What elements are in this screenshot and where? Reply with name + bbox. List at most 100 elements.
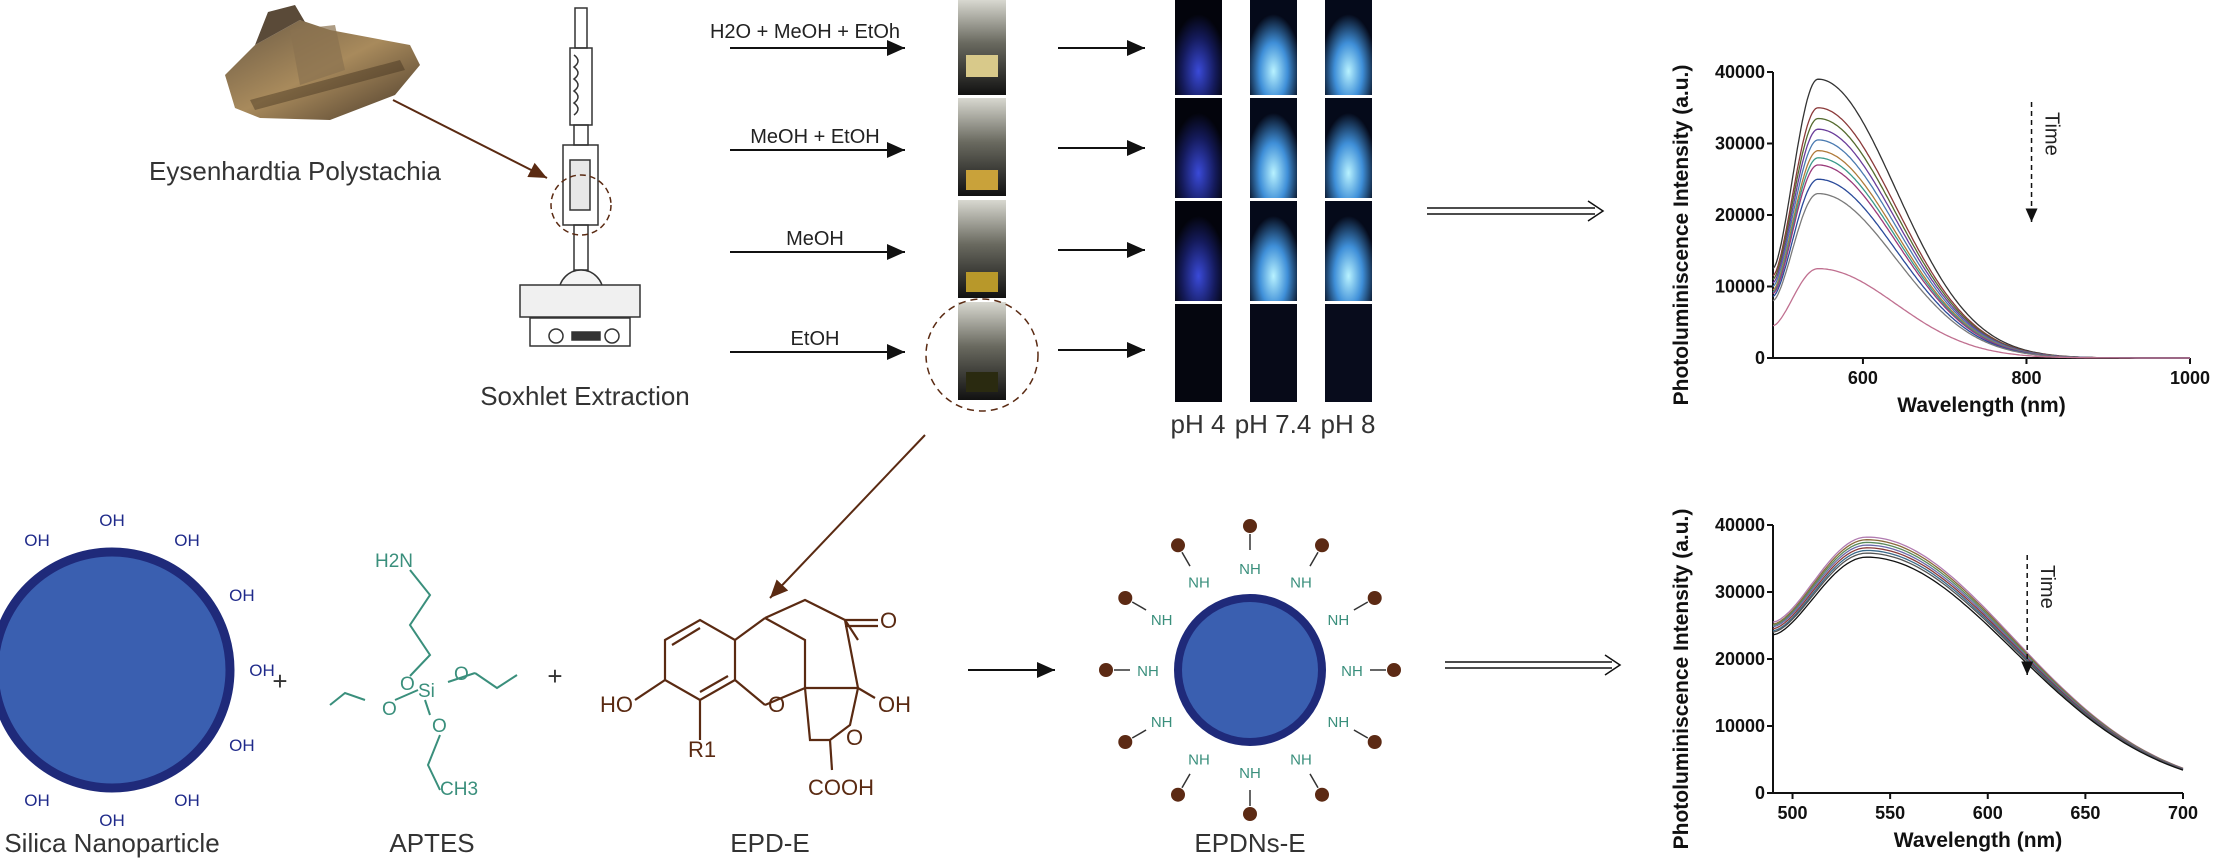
solvent-4-label: EtOH (791, 328, 840, 350)
ph-fluorescence-grid (1175, 0, 1372, 402)
silica-oh-label: OH (24, 791, 50, 810)
epdns-epd-dot (1099, 663, 1113, 677)
epdns-bond (1353, 729, 1369, 739)
y-tick-label: 10000 (1715, 277, 1765, 297)
solvent-3: MeOH (730, 228, 905, 260)
aptes-silicon: Si (418, 681, 435, 702)
spectrum-series-line (1772, 139, 2190, 359)
epdns-nh-label: NH (1290, 751, 1312, 768)
epdns-nh-label: NH (1239, 561, 1261, 578)
epd-bridge-oxygen: O (846, 725, 863, 750)
spectrum-series-line (1772, 117, 2190, 359)
y-axis-title: Photoluminiscence Intensity (a.u.) (1670, 509, 1693, 850)
silica-oh-label: OH (249, 661, 275, 680)
x-tick-label: 550 (1875, 803, 1905, 823)
spectrum-series-line (1772, 78, 2190, 359)
soxhlet-highlight-circle (550, 174, 612, 236)
plant-to-soxhlet-arrow (392, 99, 548, 179)
epdns-epd-dot (1171, 787, 1185, 802)
y-tick-label: 30000 (1715, 582, 1765, 602)
epdns-nh-label: NH (1239, 765, 1261, 782)
epdns-epd-dot (1315, 538, 1329, 553)
silica-nanoparticle: OHOHOHOHOHOHOHOHOHOHOHOH (0, 511, 275, 830)
plus-sign-1: + (272, 666, 287, 696)
spectrum-series-line (1772, 164, 2190, 359)
x-tick-label: 700 (2168, 803, 2198, 823)
time-label: Time (2041, 112, 2063, 156)
aptes-o2: O (454, 664, 469, 685)
epd-ring-oxygen: O (768, 692, 785, 717)
epdns-nh-label: NH (1188, 751, 1210, 768)
double-arrow-bottom (1445, 654, 1622, 676)
x-tick-label: 800 (2011, 368, 2041, 388)
x-tick-label: 1000 (2170, 368, 2210, 388)
silica-oh-label: OH (24, 531, 50, 550)
y-tick-label: 20000 (1715, 649, 1765, 669)
x-tick-label: 500 (1778, 803, 1808, 823)
extract-vial-3 (958, 200, 1006, 298)
aptes-o4: O (432, 716, 447, 737)
extract-vial-1 (958, 0, 1006, 95)
epdns-nh-label: NH (1290, 575, 1312, 592)
spectrum-series-line (1772, 536, 2184, 769)
x-axis-title: Wavelength (nm) (1897, 394, 2065, 417)
x-axis-title: Wavelength (nm) (1894, 829, 2062, 852)
y-tick-label: 20000 (1715, 205, 1765, 225)
y-tick-label: 30000 (1715, 134, 1765, 154)
epdns-bond (1309, 551, 1319, 567)
silica-hydroxyl-groups: OHOHOHOHOHOHOHOHOHOHOHOH (24, 511, 275, 830)
epdns-bond (1181, 773, 1191, 789)
spectrum-series-line (1772, 556, 2184, 771)
epdns-epd-dot (1118, 735, 1133, 749)
wood-bark-image (225, 5, 420, 120)
epd-ketone-oxygen: O (880, 608, 897, 633)
ph-label-8: pH 8 (1321, 409, 1376, 439)
plus-sign-2: + (547, 661, 562, 691)
epd-hydroxyl-right: OH (878, 692, 911, 717)
silica-oh-label: OH (229, 586, 255, 605)
silica-oh-label: OH (174, 791, 200, 810)
silica-oh-label: OH (229, 736, 255, 755)
silica-oh-label: OH (174, 531, 200, 550)
epdns-epd-dot (1243, 519, 1257, 533)
spectrum-series-line (1772, 267, 2190, 359)
y-tick-label: 10000 (1715, 716, 1765, 736)
epdns-nh-label: NH (1151, 612, 1173, 629)
epdns-nh-label: NH (1327, 714, 1349, 731)
epdns-epd-dot (1367, 591, 1382, 605)
ph-label-7-4: pH 7.4 (1235, 409, 1312, 439)
ph-label-4: pH 4 (1171, 409, 1226, 439)
vial-highlight-circle (925, 298, 1039, 412)
solvent-2-label: MeOH + EtOH (750, 126, 879, 148)
solvent-3-label: MeOH (786, 228, 844, 250)
extract-vial-4 (958, 302, 1006, 400)
aptes-molecule (329, 569, 518, 791)
epdns-bond (1181, 551, 1191, 567)
spectrum-series-line (1772, 541, 2184, 770)
epd-hydroxyl-left: HO (600, 692, 633, 717)
epdns-bond (1309, 773, 1319, 789)
y-tick-label: 40000 (1715, 515, 1765, 535)
aptes-amine: H2N (375, 551, 413, 572)
y-axis-title: Photoluminiscence Intensity (a.u.) (1670, 65, 1693, 406)
epd-carboxyl: COOH (808, 775, 874, 800)
y-tick-label: 0 (1755, 783, 1765, 803)
aptes-o3: O (382, 699, 397, 720)
silica-oh-label: OH (99, 811, 125, 830)
epdns-bond (1131, 729, 1147, 739)
y-tick-label: 40000 (1715, 62, 1765, 82)
spectrum-series-line (1772, 552, 2184, 771)
aptes-methyl: CH3 (440, 779, 478, 800)
epdns-epd-dot (1243, 807, 1257, 821)
solvent-2: MeOH + EtOH (730, 126, 905, 158)
epdns-nh-label: NH (1137, 663, 1159, 680)
epd-label: EPD-E (730, 828, 809, 858)
extraction-label: Soxhlet Extraction (480, 381, 690, 411)
soxhlet-apparatus (519, 7, 641, 347)
plant-label: Eysenhardtia Polystachia (149, 156, 441, 186)
